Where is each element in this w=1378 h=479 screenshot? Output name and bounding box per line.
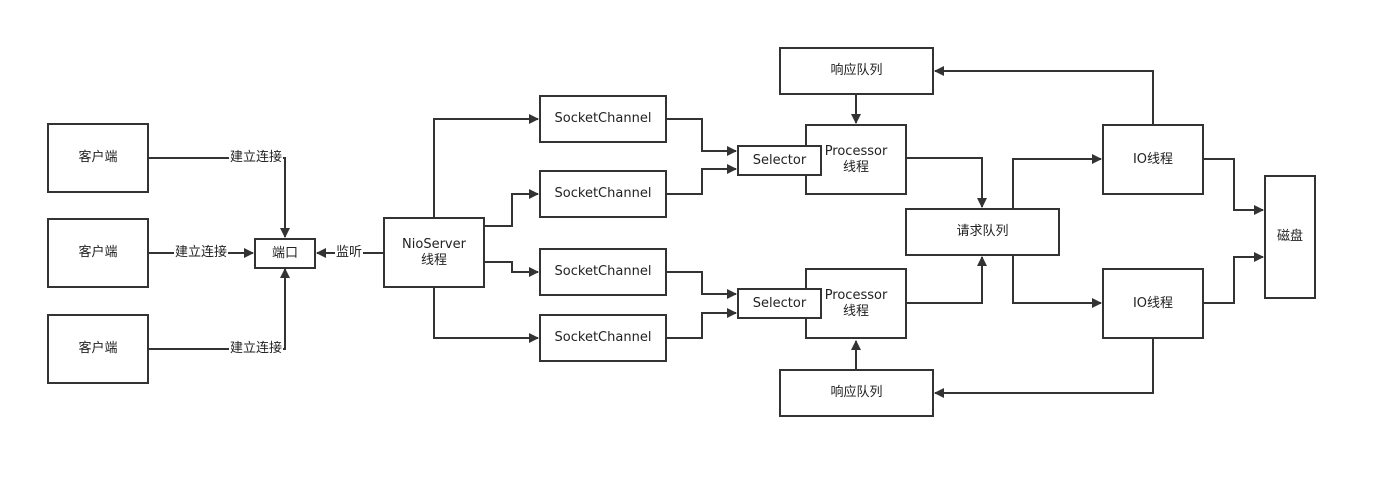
socket-channel-node-1: SocketChannel <box>539 95 667 143</box>
client-node-2: 客户端 <box>47 218 149 288</box>
edge-io-top-disk <box>1203 158 1264 215</box>
edge-sc1-selector <box>667 118 737 156</box>
edge-proc-top-reqq <box>906 157 987 208</box>
io-thread-top: IO线程 <box>1102 124 1204 195</box>
processor-top: Processor 线程 <box>805 124 907 195</box>
port-node: 端口 <box>254 238 316 269</box>
nioserver-node: NioServer 线程 <box>383 217 485 288</box>
edge-nio-sc4 <box>433 288 539 343</box>
edge-sc2-selector <box>667 164 737 195</box>
client-node-3: 客户端 <box>47 314 149 384</box>
socket-channel-4-label: SocketChannel <box>554 330 652 345</box>
request-queue: 请求队列 <box>905 208 1060 256</box>
edge-sc4-selector <box>667 308 737 339</box>
client-node-1: 客户端 <box>47 123 149 193</box>
edge-nio-sc2 <box>484 189 539 227</box>
selector-bottom-label: Selector <box>752 295 807 311</box>
response-queue-bottom-label: 响应队列 <box>830 385 883 400</box>
processor-bottom-label-line1: Processor <box>824 287 888 303</box>
edge-client1-port <box>148 157 290 238</box>
processor-bottom: Processor 线程 <box>805 268 907 339</box>
io-thread-bottom-label: IO线程 <box>1132 295 1174 311</box>
request-queue-label: 请求队列 <box>956 224 1009 239</box>
edge-sc3-selector <box>667 271 737 299</box>
edge-nio-sc3 <box>484 261 539 277</box>
response-queue-top-label: 响应队列 <box>830 63 883 78</box>
io-thread-bottom: IO线程 <box>1102 268 1204 339</box>
selector-top-label: Selector <box>752 152 807 168</box>
edge-proc-bottom-reqq <box>906 256 987 304</box>
client-node-3-label: 客户端 <box>78 341 118 356</box>
io-thread-top-label: IO线程 <box>1132 151 1174 167</box>
edge-io-bottom-respq <box>934 339 1154 398</box>
edge-label-connect-3: 建立连接 <box>229 341 284 357</box>
selector-bottom: Selector <box>737 288 822 319</box>
socket-channel-1-label: SocketChannel <box>554 111 652 126</box>
edge-io-top-respq <box>934 66 1154 125</box>
nioserver-label-line1: NioServer <box>402 236 466 252</box>
disk-node: 磁盘 <box>1264 175 1316 299</box>
client-node-2-label: 客户端 <box>78 245 118 260</box>
socket-channel-node-2: SocketChannel <box>539 170 667 218</box>
edge-label-listen: 监听 <box>335 245 364 261</box>
nioserver-label-line2: 线程 <box>420 252 447 268</box>
edge-reqq-io-top <box>1012 154 1102 209</box>
socket-channel-3-label: SocketChannel <box>554 264 652 279</box>
port-node-label: 端口 <box>271 245 298 261</box>
processor-top-label-line1: Processor <box>824 143 888 159</box>
edge-client3-port <box>148 268 290 350</box>
selector-top: Selector <box>737 145 822 176</box>
client-node-1-label: 客户端 <box>78 150 118 165</box>
socket-channel-node-4: SocketChannel <box>539 314 667 362</box>
edge-label-connect-2: 建立连接 <box>174 245 229 261</box>
socket-channel-2-label: SocketChannel <box>554 186 652 201</box>
edge-io-bottom-disk <box>1203 252 1264 304</box>
processor-top-label-line2: 线程 <box>842 159 869 175</box>
disk-node-label: 磁盘 <box>1276 229 1303 244</box>
edge-reqq-io-bottom <box>1012 256 1102 308</box>
edge-nio-sc1 <box>433 114 539 218</box>
response-queue-top: 响应队列 <box>779 47 934 95</box>
response-queue-bottom: 响应队列 <box>779 369 934 417</box>
processor-bottom-label-line2: 线程 <box>842 303 869 319</box>
edge-label-connect-1: 建立连接 <box>229 150 284 166</box>
socket-channel-node-3: SocketChannel <box>539 248 667 296</box>
